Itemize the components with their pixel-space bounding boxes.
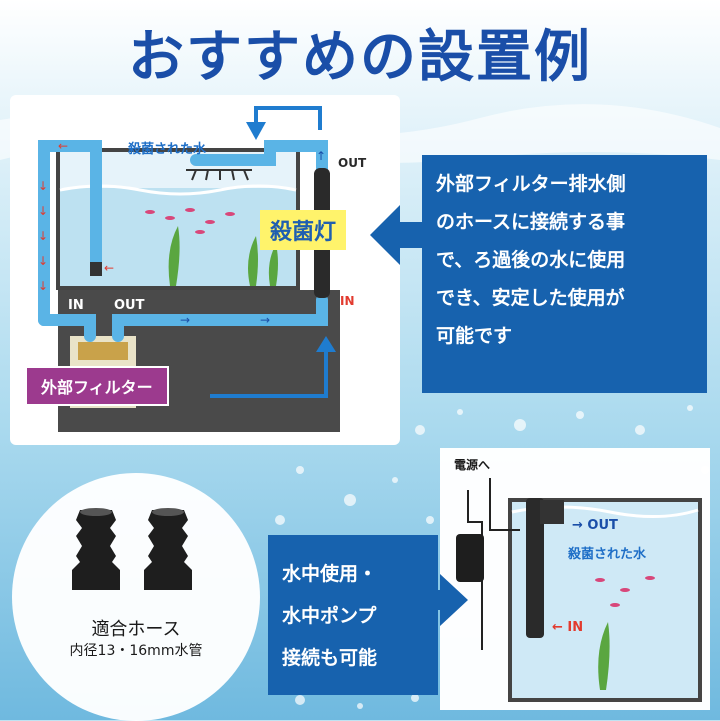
sterilized-water-label: 殺菌された水 — [128, 142, 207, 157]
pump-in-label: ← IN — [552, 620, 584, 635]
svg-text:↑: ↑ — [316, 149, 326, 163]
svg-text:↓: ↓ — [38, 254, 48, 268]
power-label: 電源へ — [454, 458, 491, 472]
external-filter-label: 外部フィルター — [25, 366, 169, 406]
pump-info-line: 水中使用・ — [282, 563, 378, 585]
svg-text:→: → — [260, 313, 270, 327]
out-label-top: OUT — [338, 156, 367, 170]
info-line: 外部フィルター排水側 — [436, 173, 626, 195]
hose-adapter-icon — [72, 508, 192, 590]
svg-text:→: → — [180, 313, 190, 327]
svg-text:←: ← — [104, 261, 114, 275]
info-box: 外部フィルター排水側 のホースに接続する事 で、ろ過後の水に使用 でき、安定した… — [422, 155, 707, 393]
filter-in-label: IN — [68, 298, 84, 313]
submersible-lamp — [526, 498, 544, 638]
svg-text:↓: ↓ — [38, 204, 48, 218]
pump-out-label: → OUT — [572, 518, 618, 533]
pointer-arrow-icon — [370, 205, 428, 265]
info-line: で、ろ過後の水に使用 — [436, 249, 626, 271]
svg-text:↓: ↓ — [38, 179, 48, 193]
pump-info-line: 接続も可能 — [282, 647, 378, 669]
hose-subtitle: 内径13・16mm水管 — [69, 643, 203, 659]
svg-text:↓: ↓ — [38, 279, 48, 293]
power-adapter — [456, 534, 484, 582]
svg-text:↓: ↓ — [38, 229, 48, 243]
pump-info-box: 水中使用・ 水中ポンプ 接続も可能 — [268, 535, 438, 695]
info-line: 可能です — [436, 325, 513, 347]
page-title: おすすめの設置例 — [128, 25, 592, 90]
pump-info-line: 水中ポンプ — [282, 605, 377, 627]
pump-sterilized-water-label: 殺菌された水 — [568, 547, 647, 562]
hoses — [38, 140, 328, 342]
hose-adapter-circle — [12, 473, 260, 721]
filter-out-label: OUT — [114, 298, 145, 313]
in-label-right: IN — [340, 294, 355, 308]
pump-pointer-arrow-icon — [420, 574, 468, 626]
sterilizer-lamp-label: 殺菌灯 — [260, 210, 347, 250]
svg-text:←: ← — [58, 139, 68, 153]
info-line: でき、安定した使用が — [436, 287, 625, 309]
hose-title: 適合ホース — [91, 619, 181, 640]
info-line: のホースに接続する事 — [436, 211, 626, 233]
